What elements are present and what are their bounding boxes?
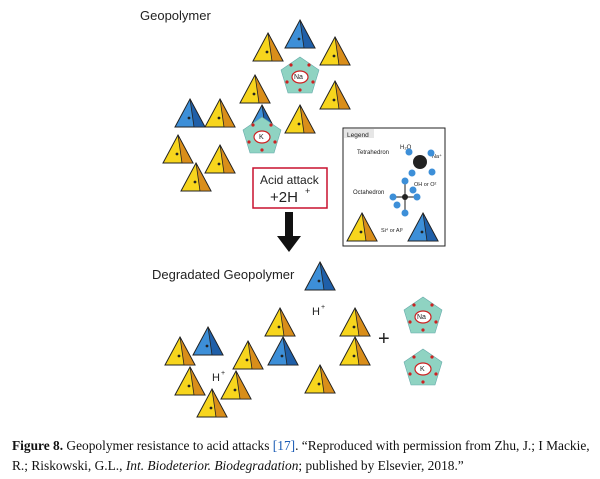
geopolymer-title: Geopolymer [140, 8, 211, 23]
tetrahedron-b-5 [232, 340, 264, 370]
tetrahedron-b-7 [192, 326, 224, 356]
legend-si-al: Si⁴ or Al³ [381, 227, 403, 234]
tetrahedron-left-4 [180, 162, 212, 192]
legend-tetrahedron: Tetrahedron [357, 150, 389, 156]
na-label-free: Na [417, 314, 426, 321]
na-label-top: Na [294, 74, 303, 81]
degraded-geopolymer-title: Degradated Geopolymer [152, 267, 295, 282]
caption-text-c: ; published by Elsevier, 2018.” [298, 458, 464, 473]
legend-water-molecule-icon [405, 148, 436, 177]
legend-na: Na⁺ [432, 153, 442, 160]
legend-oh: OH or O² [414, 182, 436, 188]
tetrahedron-left-3 [204, 144, 236, 174]
geopolymer-figure: Geopolymer Na K Acid attack +2H + Legend [140, 8, 446, 418]
h-plus-ring: H [212, 372, 220, 384]
caption-text-b: . “Reproduced with permission from Zhu, … [12, 438, 590, 473]
tetrahedron-left-2 [162, 134, 194, 164]
legend-octahedron-icon [389, 177, 421, 217]
legend: Legend Tetrahedron H₂O Na⁺ Octahedron OH… [342, 127, 446, 247]
h-plus-ring-sup: + [221, 370, 225, 377]
acid-attack-line1: Acid attack [260, 173, 320, 187]
k-label-free: K [420, 366, 425, 373]
tetrahedron-bottom [284, 104, 316, 134]
tetrahedron-b-10 [220, 370, 252, 400]
plus-sign: + [378, 328, 390, 350]
legend-octahedron: Octahedron [353, 190, 384, 196]
h-plus-top-sup: + [321, 304, 325, 311]
tetrahedron-left-1 [204, 98, 236, 128]
caption-text-a: Geopolymer resistance to acid attacks [63, 438, 273, 453]
h-plus-top: H [312, 306, 320, 318]
tetrahedron-b-4 [339, 336, 371, 366]
journal-name: Int. Biodeterior. Biodegradation [125, 458, 299, 473]
tetrahedron-b-2 [339, 307, 371, 337]
tetrahedron-b-1 [264, 307, 296, 337]
legend-title: Legend [347, 132, 369, 139]
tetrahedron-blue-left [174, 98, 206, 128]
tetrahedron-b-6 [304, 364, 336, 394]
tetrahedron-top-left [252, 32, 284, 62]
geopolymer-network: Na K [162, 19, 351, 192]
tetrahedron-b-9 [174, 366, 206, 396]
caption-label: Figure 8. [12, 438, 64, 453]
free-tetrahedron-blue [304, 261, 336, 291]
tetrahedron-mid-left [239, 74, 271, 104]
tetrahedron-b-3 [267, 336, 299, 366]
degraded-network: H + H + [164, 261, 371, 418]
acid-attack-line2: +2H [270, 189, 298, 206]
tetrahedron-mid-right [319, 80, 351, 110]
acid-attack-box: Acid attack +2H + [252, 167, 328, 209]
k-label-top: K [259, 134, 264, 141]
acid-attack-sup: + [305, 186, 310, 196]
reference-link[interactable]: [17] [272, 438, 296, 453]
tetrahedron-blue-top [284, 19, 316, 49]
tetrahedron-b-8 [164, 336, 196, 366]
tetrahedron-top-right [319, 36, 351, 66]
down-arrow-icon [277, 212, 301, 252]
figure-caption: Figure 8. Geopolymer resistance to acid … [12, 436, 590, 476]
legend-h2o: H₂O [400, 145, 412, 151]
